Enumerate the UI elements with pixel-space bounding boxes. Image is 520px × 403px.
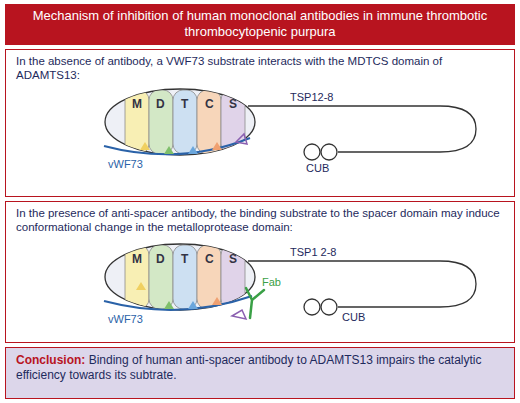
domain-label: CUB — [306, 162, 329, 174]
panel-box: In the presence of anti-spacer antibody,… — [5, 201, 515, 343]
domain-letter: M — [132, 97, 142, 111]
domain-letter: C — [205, 252, 214, 266]
conclusion-box: Conclusion: Binding of human anti-spacer… — [5, 347, 515, 399]
adamts13-protein — [104, 89, 476, 160]
panel-text: In the presence of anti-spacer antibody,… — [16, 207, 500, 233]
domain-letter: T — [181, 252, 188, 266]
domain-letter: D — [156, 97, 165, 111]
substrate-label: vWF73 — [108, 313, 143, 325]
title-band: Mechanism of inhibition of human monoclo… — [5, 4, 515, 45]
panel-text: Binding of human anti-spacer antibody to… — [16, 353, 482, 382]
conclusion-heading: Conclusion: — [16, 353, 85, 367]
antibody-label: Fab — [262, 276, 281, 288]
domain-letter: D — [156, 252, 165, 266]
domain-letter: S — [229, 252, 237, 266]
domain-label: CUB — [342, 311, 365, 323]
domain-letter: C — [205, 97, 214, 111]
domain-letter: S — [229, 97, 237, 111]
domain-label: TSP1 2-8 — [290, 246, 336, 258]
panel-box: In the absence of antibody, a VWF73 subs… — [5, 49, 515, 197]
domain-label: TSP12-8 — [290, 91, 333, 103]
panel-text: In the absence of antibody, a VWF73 subs… — [16, 55, 442, 81]
adamts13-protein-bound — [104, 244, 476, 319]
domain-letter: T — [181, 97, 188, 111]
substrate-label: vWF73 — [108, 158, 143, 170]
domain-letter: M — [132, 252, 142, 266]
